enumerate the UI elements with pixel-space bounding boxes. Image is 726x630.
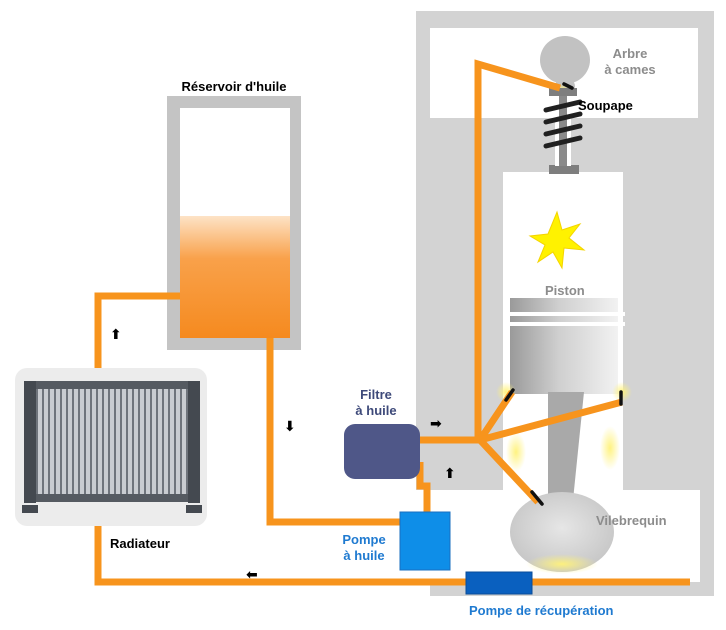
valve-label: Soupape: [578, 98, 633, 113]
filter-label-line1: Filtre: [360, 387, 392, 402]
oil-pump: [399, 511, 451, 571]
valve: [543, 88, 583, 174]
oil-filter: [344, 424, 420, 479]
arrow-left-icon: ⬅: [246, 566, 258, 582]
arrow-right-icon: ➡: [430, 415, 442, 431]
camshaft-label-line1: Arbre: [612, 46, 648, 61]
piston: [503, 298, 625, 394]
arrow-up-icon: ⬆: [444, 465, 456, 481]
oil-reservoir: [167, 96, 301, 350]
camshaft-label-line2: à cames: [604, 62, 656, 77]
crankshaft-label: Vilebrequin: [596, 513, 667, 528]
arrow-down-icon: ⬇: [284, 418, 296, 434]
radiator: [15, 368, 207, 526]
oil-pump-label-line1: Pompe: [342, 532, 386, 547]
piston-label: Piston: [545, 283, 585, 298]
reservoir-label: Réservoir d'huile: [181, 79, 287, 94]
crankshaft: [510, 492, 614, 572]
oil-pump-label-line2: à huile: [343, 548, 385, 563]
filter-label-line2: à huile: [355, 403, 397, 418]
recovery-pump: [465, 571, 533, 595]
radiator-label: Radiateur: [110, 536, 170, 551]
valve-spring: [543, 99, 583, 149]
recovery-pump-label: Pompe de récupération: [469, 603, 614, 618]
arrow-up-icon: ⬆: [110, 326, 122, 342]
combustion-star: [528, 210, 586, 270]
internal-flow-arrows: [504, 82, 623, 506]
